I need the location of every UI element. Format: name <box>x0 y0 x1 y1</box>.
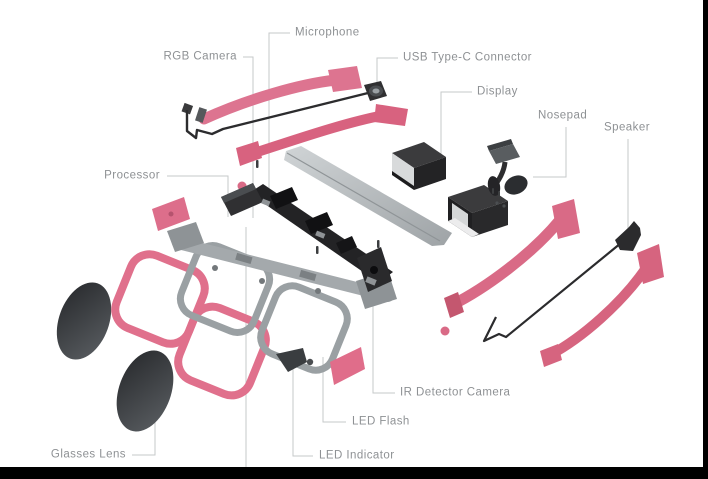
leader-lines <box>132 32 629 467</box>
left-temple-arm-inner <box>236 104 408 166</box>
label-speaker: Speaker <box>604 121 650 134</box>
leader-nosepad <box>533 127 567 178</box>
label-processor: Processor <box>104 169 160 182</box>
label-usb-type-c-connector: USB Type-C Connector <box>403 51 532 64</box>
right-temple-arm-upper <box>444 199 580 318</box>
label-led-indicator: LED Indicator <box>319 449 395 462</box>
leader-usb-connector <box>376 57 398 84</box>
nosepad-part <box>487 139 528 208</box>
lens-left <box>56 282 112 360</box>
leader-ir-detector <box>372 299 395 394</box>
leader-led-indicator <box>292 369 313 457</box>
leader-display <box>440 91 472 162</box>
right-temple-arm-lower <box>540 244 664 367</box>
leader-glasses-lens <box>132 414 156 456</box>
leader-led-flash <box>322 357 346 423</box>
leader-microphone <box>268 32 290 206</box>
label-glasses-lens: Glasses Lens <box>50 448 126 461</box>
screen-border-right <box>703 0 708 479</box>
speaker-cable <box>482 221 641 343</box>
screws <box>256 160 500 254</box>
left-temple-arm-outer <box>195 66 362 125</box>
frame-hinge-left <box>167 222 204 252</box>
label-display: Display <box>477 85 518 98</box>
glasses-lens-parts <box>56 282 174 432</box>
display-module-upper <box>392 142 446 190</box>
led-indicator-part <box>276 348 314 372</box>
pink-dot-right <box>440 326 450 336</box>
processor-chip <box>152 197 190 231</box>
label-ir-detector-camera: IR Detector Camera <box>400 386 511 399</box>
screen-border-bottom <box>0 467 708 479</box>
rgb-camera-module <box>221 183 263 216</box>
label-led-flash: LED Flash <box>352 415 410 428</box>
speaker-head <box>615 221 641 251</box>
gray-chassis-frame <box>167 222 397 374</box>
led-flash-part <box>330 347 365 385</box>
main-pcb <box>221 183 393 292</box>
label-rgb-camera: RGB Camera <box>163 50 237 63</box>
rgb-camera-cable <box>181 81 387 140</box>
label-microphone: Microphone <box>295 26 360 39</box>
top-cover-bar <box>284 146 452 246</box>
usb-type-c-plug <box>364 81 387 101</box>
display-module-lower <box>448 185 508 237</box>
leader-rgb-camera <box>243 56 254 218</box>
label-nosepad: Nosepad <box>538 109 588 122</box>
lens-right <box>116 350 174 432</box>
